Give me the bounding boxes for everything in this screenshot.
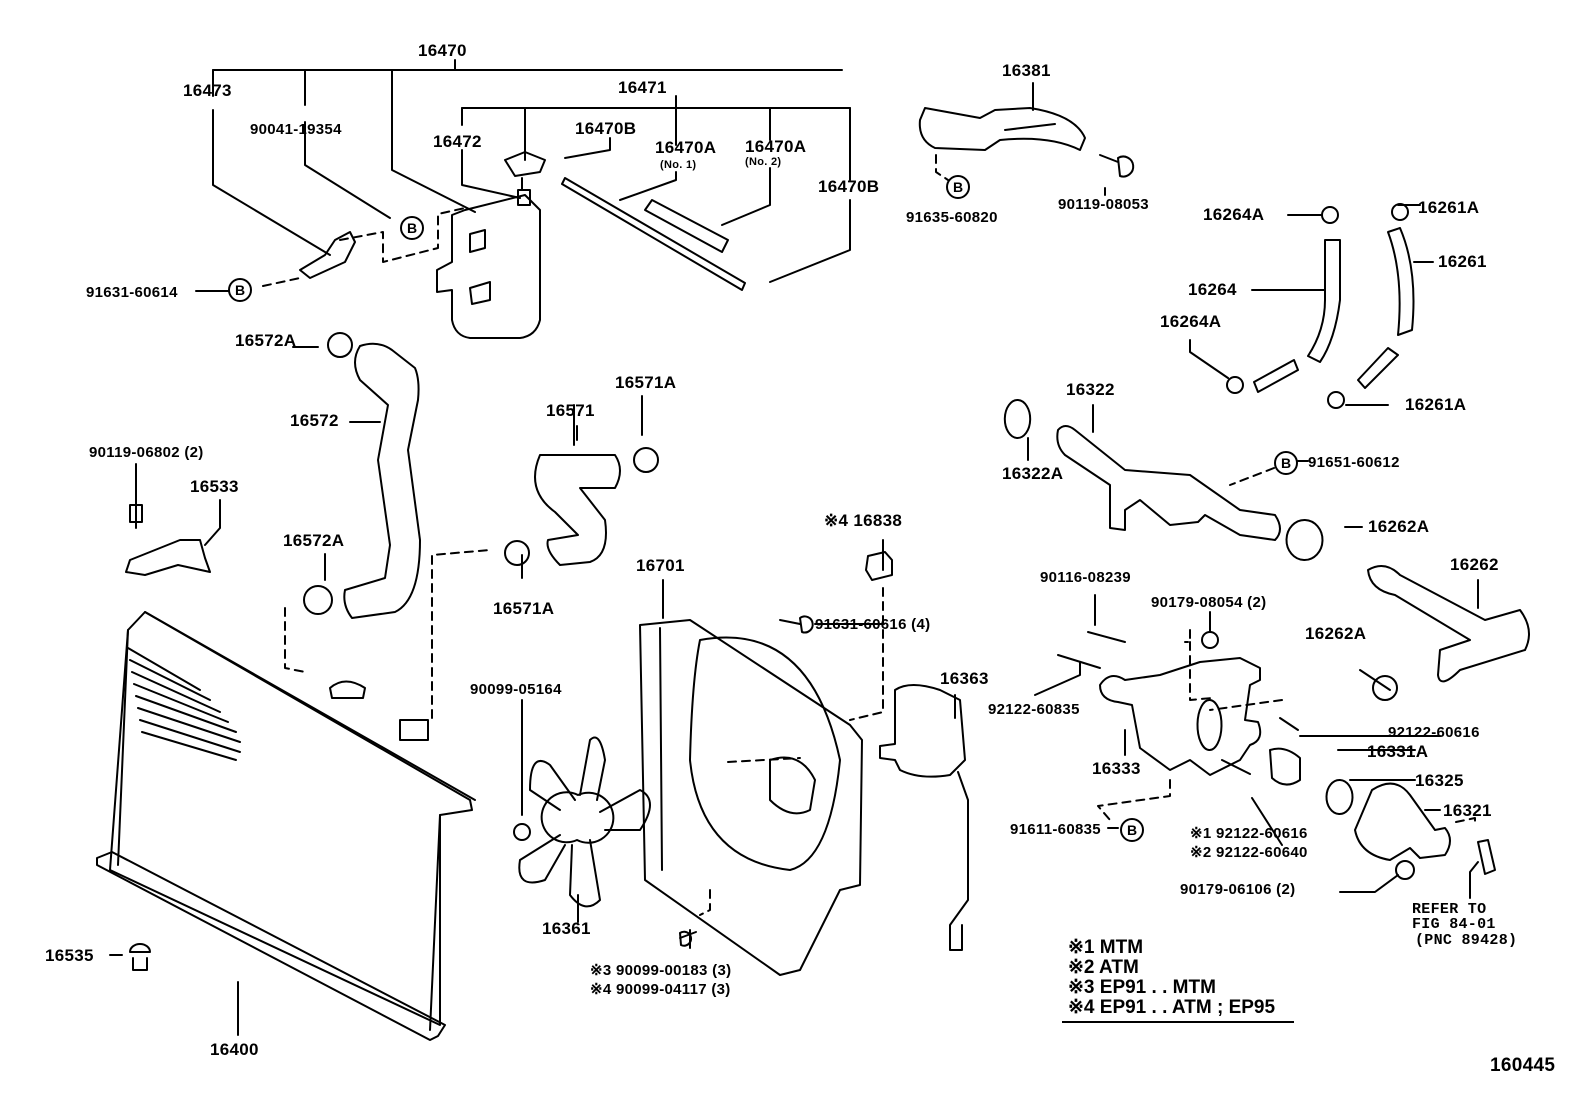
- lower-radiator-hose: [534, 454, 621, 566]
- refer-note-line3: (PNC 89428): [1415, 932, 1518, 949]
- legend-row: ※4 EP91 . . ATM ; EP95: [1068, 997, 1276, 1018]
- part-label-16322A: 16322A: [1002, 464, 1064, 483]
- bolt-marker-b: B: [228, 278, 252, 302]
- part-label-16572A-top: 16572A: [235, 331, 297, 350]
- part-label-16264A-bottom: 16264A: [1160, 312, 1222, 331]
- part-label-90099-05164: 90099-05164: [470, 681, 562, 698]
- part-label-16572: 16572: [290, 411, 339, 430]
- hose-16262: [1367, 565, 1530, 683]
- refer-note-line2: FIG 84-01: [1412, 916, 1496, 933]
- cooling-fan: [540, 791, 615, 844]
- bracket-16381: [918, 107, 1086, 151]
- part-label-90119-06802: 90119-06802 (2): [89, 444, 204, 461]
- overflow-hose-no2: [644, 199, 729, 253]
- part-label-16472: 16472: [433, 132, 482, 151]
- part-label-91635-60820: 91635-60820: [906, 209, 998, 226]
- part-label-90116-08239: 90116-08239: [1040, 569, 1131, 586]
- part-label-92122-60835: 92122-60835: [988, 701, 1080, 718]
- legend-underline: [1062, 1021, 1294, 1023]
- part-label-16470B-top: 16470B: [575, 119, 637, 138]
- part-label-92122-60640-n2: ※2 92122-60640: [1190, 844, 1308, 861]
- water-inlet-housing: [1099, 657, 1262, 776]
- part-label-16262A-top: 16262A: [1368, 517, 1430, 536]
- bolt-marker-b: B: [1120, 818, 1144, 842]
- part-label-16322: 16322: [1066, 380, 1115, 399]
- part-label-16838: ※4 16838: [824, 511, 903, 530]
- part-label-16470B-right: 16470B: [818, 177, 880, 196]
- part-note-no2: (No. 2): [745, 156, 782, 168]
- figure-number: 160445: [1490, 1055, 1556, 1076]
- upper-radiator-hose: [343, 342, 421, 619]
- dashed-connections: [262, 154, 1476, 916]
- part-label-16321: 16321: [1443, 801, 1492, 820]
- part-label-16701: 16701: [636, 556, 685, 575]
- part-label-16572A-bottom: 16572A: [283, 531, 345, 550]
- part-label-16470A-no2: 16470A: [745, 137, 807, 156]
- part-label-16535: 16535: [45, 946, 94, 965]
- reservoir-tank: [436, 194, 541, 339]
- part-label-16262A-mid: 16262A: [1305, 624, 1367, 643]
- part-label-16571: 16571: [546, 401, 595, 420]
- variant-legend: ※1 MTM ※2 ATM ※3 EP91 . . MTM ※4 EP91 . …: [1062, 937, 1294, 1023]
- hose-16261: [1387, 227, 1415, 336]
- legend-row: ※1 MTM: [1068, 937, 1144, 958]
- part-note-no1: (No. 1): [660, 159, 697, 171]
- part-label-92122-60616-n1: ※1 92122-60616: [1190, 825, 1308, 842]
- part-label-16261A-top: 16261A: [1418, 198, 1480, 217]
- legend-row: ※3 EP91 . . MTM: [1068, 977, 1216, 998]
- part-label-90099-04117: ※4 90099-04117 (3): [590, 981, 731, 998]
- part-label-16325: 16325: [1415, 771, 1464, 790]
- part-label-16264: 16264: [1188, 280, 1237, 299]
- part-label-16261A-bottom: 16261A: [1405, 395, 1467, 414]
- part-label-16470A-no1: 16470A: [655, 138, 717, 157]
- part-label-16331A: 16331A: [1367, 742, 1429, 761]
- reservoir-cap: [504, 151, 546, 206]
- part-label-16264A-top: 16264A: [1203, 205, 1265, 224]
- bolt-marker-b: B: [946, 175, 970, 199]
- part-label-91651-60612: 91651-60612: [1308, 454, 1400, 471]
- part-label-16473: 16473: [183, 81, 232, 100]
- water-outlet-pipe: [1056, 425, 1281, 541]
- part-label-90041-19354: 90041-19354: [250, 121, 342, 138]
- leader-lines: [109, 59, 1479, 1036]
- part-label-16571A-top: 16571A: [615, 373, 677, 392]
- hose-16264: [1307, 239, 1341, 363]
- part-label-90179-08054: 90179-08054 (2): [1151, 594, 1267, 611]
- part-label-16363: 16363: [940, 669, 989, 688]
- bolt-marker-b: B: [1274, 451, 1298, 475]
- part-label-16571A-bottom: 16571A: [493, 599, 555, 618]
- part-label-91611-60835: 91611-60835: [1010, 821, 1101, 838]
- part-label-16470: 16470: [418, 41, 467, 60]
- part-label-91631-60614: 91631-60614: [86, 284, 178, 301]
- part-label-16361: 16361: [542, 919, 591, 938]
- legend-row: ※2 ATM: [1068, 957, 1139, 978]
- bolt-marker-b: B: [400, 216, 424, 240]
- reservoir-bracket: [299, 231, 356, 279]
- part-label-16262: 16262: [1450, 555, 1499, 574]
- part-label-90179-06106: 90179-06106 (2): [1180, 881, 1296, 898]
- part-label-90119-08053: 90119-08053: [1058, 196, 1149, 213]
- part-shapes: [96, 107, 1530, 1041]
- refer-note-line1: REFER TO: [1412, 901, 1487, 918]
- radiator-core: [109, 611, 473, 1026]
- part-label-16261: 16261: [1438, 252, 1487, 271]
- part-label-16381: 16381: [1002, 61, 1051, 80]
- part-label-16333: 16333: [1092, 759, 1141, 778]
- part-label-92122-60616-right: 92122-60616: [1388, 724, 1480, 741]
- part-label-16471: 16471: [618, 78, 667, 97]
- part-label-16400: 16400: [210, 1040, 259, 1059]
- overflow-hose-no1: [561, 177, 746, 291]
- part-label-16533: 16533: [190, 477, 239, 496]
- fan-motor: [879, 684, 966, 778]
- radiator-cap: [329, 680, 366, 699]
- part-label-90099-00183: ※3 90099-00183 (3): [590, 962, 732, 979]
- fan-shroud: [639, 619, 863, 976]
- water-outlet-16321: [1354, 782, 1451, 861]
- part-label-91631-60616: 91631-60616 (4): [815, 616, 931, 633]
